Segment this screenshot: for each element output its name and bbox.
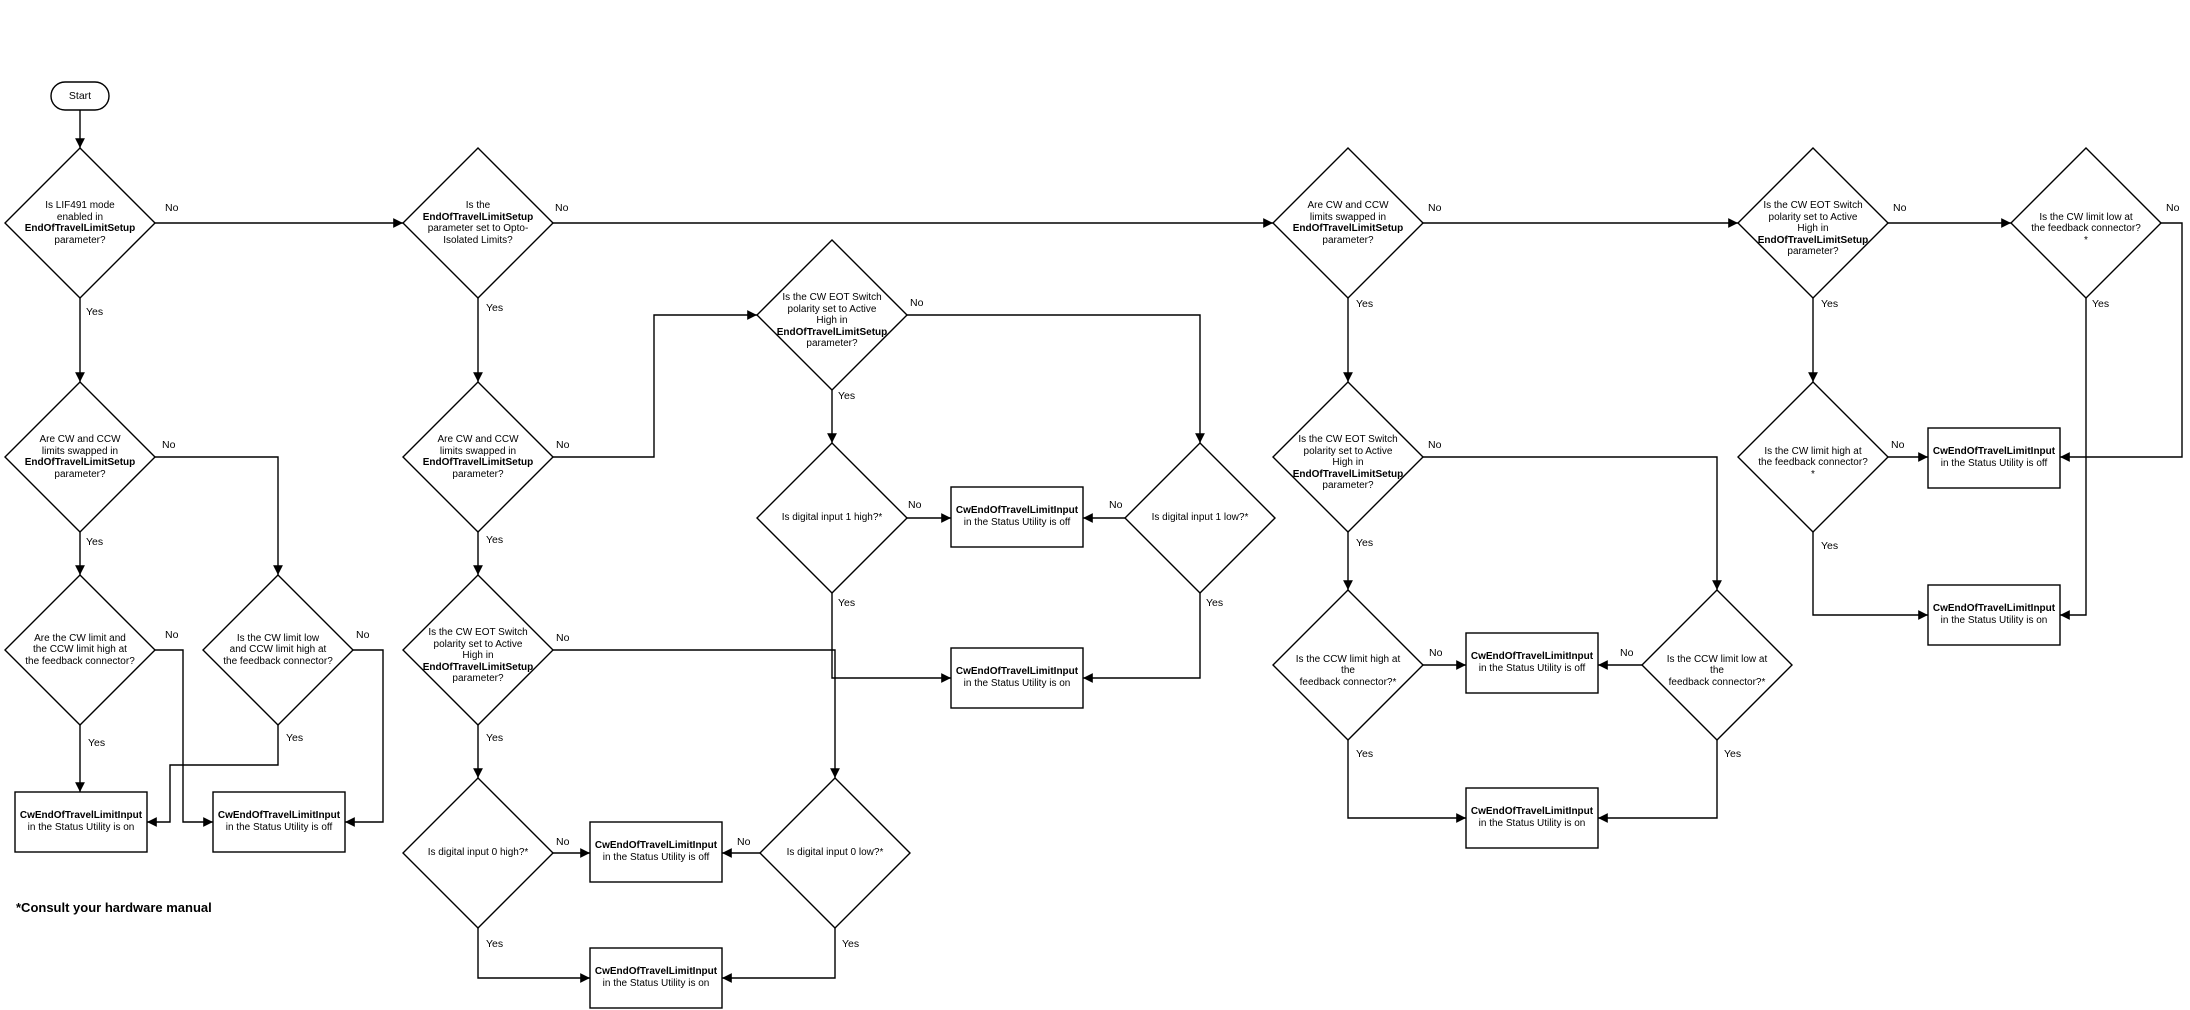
connector-arrow	[907, 314, 1205, 443]
result-box-b7	[1465, 632, 1599, 694]
yes-label: Yes	[286, 732, 304, 744]
connector-arrow	[147, 725, 279, 827]
yes-label: Yes	[2092, 298, 2110, 310]
yes-label: Yes	[842, 938, 860, 950]
result-box-b2	[212, 791, 346, 853]
no-label: No	[556, 836, 570, 848]
start-label: Start	[68, 90, 92, 102]
no-label: No	[1109, 499, 1123, 511]
yes-label: Yes	[86, 536, 104, 548]
result-box-b3	[589, 821, 723, 883]
connector-arrow	[553, 649, 840, 778]
yes-label: Yes	[486, 534, 504, 546]
yes-label: Yes	[1356, 748, 1374, 760]
footnote: *Consult your hardware manual	[16, 900, 212, 915]
no-label: No	[2166, 202, 2180, 214]
yes-label: Yes	[86, 306, 104, 318]
decision-text-d11: Is digital input 1 high?*	[781, 512, 883, 524]
no-label: No	[1428, 202, 1442, 214]
connector-arrow	[553, 310, 757, 458]
result-box-b6	[950, 647, 1084, 709]
decision-text-d9: Is digital input 0 low?*	[786, 847, 884, 859]
connector-arrow	[345, 649, 384, 827]
no-label: No	[1428, 439, 1442, 451]
no-label: No	[556, 632, 570, 644]
connector-arrow	[155, 456, 283, 575]
yes-label: Yes	[1356, 298, 1374, 310]
yes-label: Yes	[486, 732, 504, 744]
no-label: No	[910, 297, 924, 309]
no-label: No	[165, 202, 179, 214]
result-box-b1	[14, 791, 148, 853]
no-label: No	[1891, 439, 1905, 451]
yes-label: Yes	[1356, 537, 1374, 549]
connector-arrow	[2060, 222, 2183, 462]
yes-label: Yes	[838, 390, 856, 402]
yes-label: Yes	[486, 938, 504, 950]
no-label: No	[555, 202, 569, 214]
no-label: No	[165, 629, 179, 641]
connector-arrow	[722, 928, 836, 983]
yes-label: Yes	[88, 737, 106, 749]
yes-label: Yes	[1821, 298, 1839, 310]
connector-arrow	[831, 593, 951, 683]
no-label: No	[1893, 202, 1907, 214]
no-label: No	[162, 439, 176, 451]
result-box-b10	[1927, 584, 2061, 646]
connector-arrow	[477, 928, 590, 983]
yes-label: Yes	[486, 302, 504, 314]
yes-label: Yes	[838, 597, 856, 609]
yes-label: Yes	[1821, 540, 1839, 552]
no-label: No	[1429, 647, 1443, 659]
connector-arrow	[1598, 740, 1718, 823]
connector-arrow	[1347, 740, 1466, 823]
no-label: No	[356, 629, 370, 641]
connector-arrow	[1812, 532, 1928, 620]
decision-text-d12: Is digital input 1 low?*	[1151, 512, 1249, 524]
connector-arrow	[155, 649, 213, 827]
no-label: No	[556, 439, 570, 451]
connector-arrow	[2060, 298, 2087, 620]
connector-arrow	[1083, 593, 1201, 683]
yes-label: Yes	[1724, 748, 1742, 760]
yes-label: Yes	[1206, 597, 1224, 609]
no-label: No	[908, 499, 922, 511]
no-label: No	[737, 836, 751, 848]
decision-text-d8: Is digital input 0 high?*	[427, 847, 529, 859]
no-label: No	[1620, 647, 1634, 659]
connector-arrow	[1423, 456, 1722, 590]
